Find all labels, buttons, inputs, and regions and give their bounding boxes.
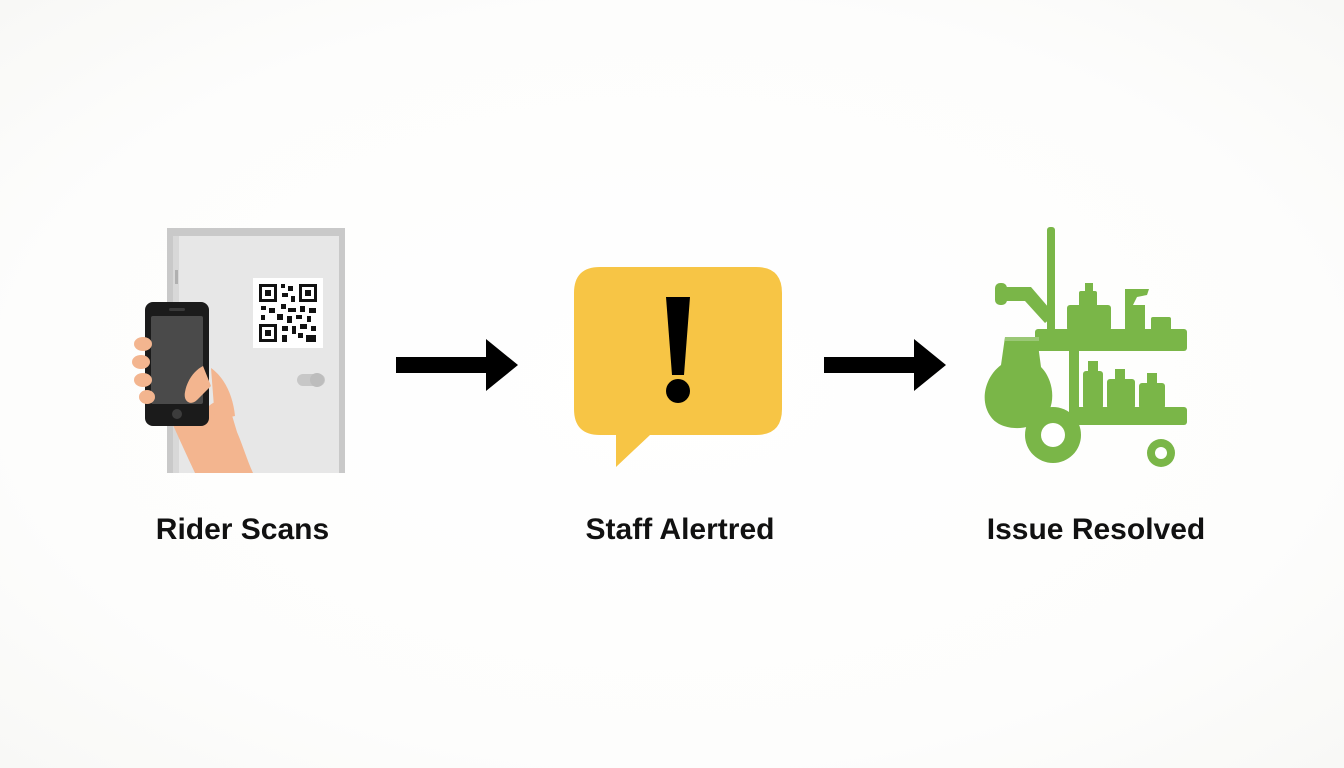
exclamation-mark <box>666 297 690 375</box>
right-arrow-icon <box>824 339 946 391</box>
qr-door-phone-icon <box>132 228 345 473</box>
step-label-rider-scans: Rider Scans <box>155 513 330 546</box>
right-arrow-icon <box>396 339 518 391</box>
alert-bubble-icon <box>574 267 782 467</box>
step-label-issue-resolved: Issue Resolved <box>986 513 1206 546</box>
cleaning-cart-icon <box>984 227 1187 467</box>
step-label-staff-alerted: Staff Alertred <box>585 513 775 546</box>
